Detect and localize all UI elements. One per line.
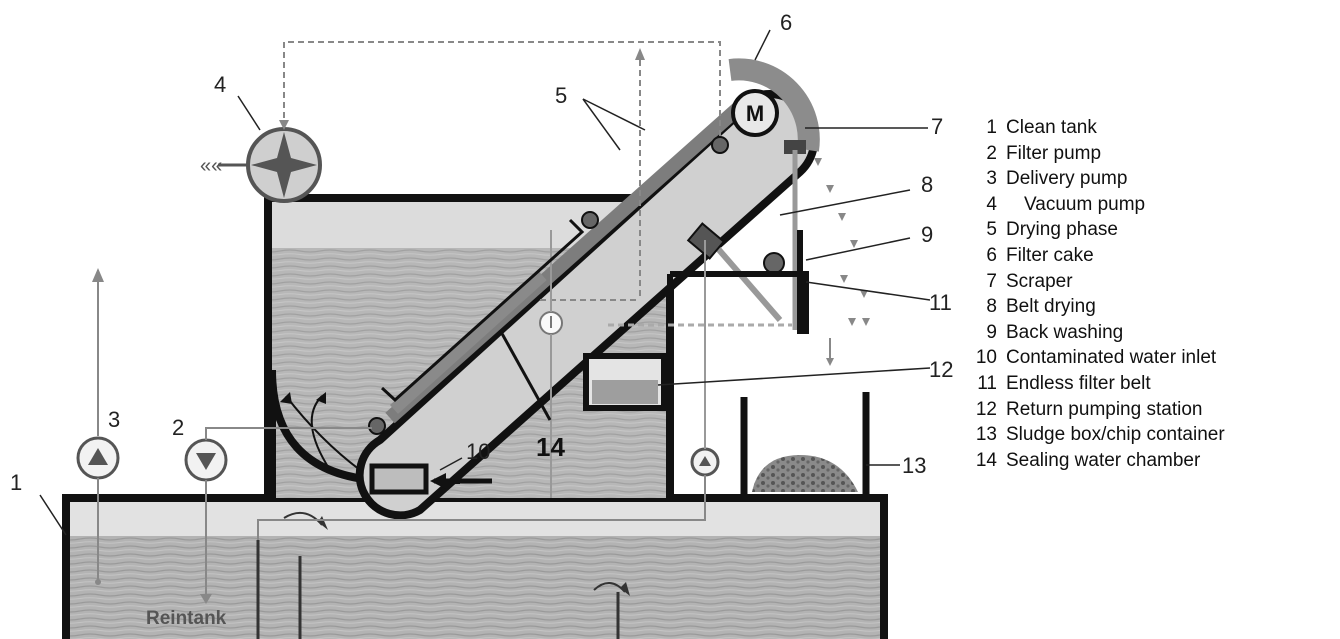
return-pumping-station <box>583 323 792 411</box>
legend-number: 14 <box>975 449 997 471</box>
legend-item: 4 Vacuum pump <box>968 194 1338 220</box>
legend-number: 4 <box>986 193 997 215</box>
legend-item: 9 Back washing <box>968 322 1338 348</box>
legend-label: Contaminated water inlet <box>1006 347 1217 369</box>
filter-pump-2 <box>184 427 372 604</box>
sludge-box <box>740 392 870 502</box>
callout-13: 13 <box>902 453 927 478</box>
legend-number: 3 <box>986 168 997 190</box>
sealing-chamber-bracket <box>380 218 585 421</box>
callout-12: 12 <box>929 357 954 382</box>
tank-label: Reintank <box>146 608 227 629</box>
legend-item: 1 Clean tank <box>968 117 1338 143</box>
callout-5: 5 <box>555 83 568 108</box>
sensor-circles <box>539 230 563 498</box>
legend-item: 10 Contaminated water inlet <box>968 347 1338 373</box>
callout-7: 7 <box>931 114 944 139</box>
legend-item: 3 Delivery pump <box>968 168 1338 194</box>
svg-text:««: «« <box>200 155 222 177</box>
legend-item: 13 Sludge box/chip container <box>968 424 1338 450</box>
callout-6: 6 <box>780 10 793 35</box>
callout-9: 9 <box>921 222 934 247</box>
legend-label: Sealing water chamber <box>1006 449 1201 471</box>
water-inlet <box>280 392 492 495</box>
legend-label: Drying phase <box>1006 219 1118 241</box>
falling-cake-arrows <box>814 158 870 366</box>
callout-1: 1 <box>10 470 23 495</box>
legend-number: 5 <box>986 219 997 241</box>
legend-number: 6 <box>986 244 997 266</box>
legend-number: 8 <box>986 296 997 318</box>
callout-4: 4 <box>214 72 227 97</box>
callout-14: 14 <box>536 432 565 462</box>
legend-label: Endless filter belt <box>1006 372 1151 394</box>
legend-label: Vacuum pump <box>1024 193 1146 215</box>
callout-2: 2 <box>172 415 185 440</box>
callout-leaders <box>39 29 931 536</box>
legend-item: 8 Belt drying <box>968 296 1338 322</box>
legend-label: Scraper <box>1006 270 1073 292</box>
legend-label: Clean tank <box>1006 117 1097 138</box>
vacuum-pump: «« <box>200 127 322 203</box>
legend-number: 11 <box>977 372 997 394</box>
legend-item: 14 Sealing water chamber <box>968 450 1338 476</box>
legend-item: 5 Drying phase <box>968 219 1338 245</box>
legend-number: 10 <box>975 347 997 369</box>
legend-number: 1 <box>986 117 997 138</box>
legend-item: 7 Scraper <box>968 271 1338 297</box>
legend-item: 12 Return pumping station <box>968 399 1338 425</box>
legend-label: Return pumping station <box>1006 398 1203 420</box>
legend-label: Filter pump <box>1006 142 1102 164</box>
scraper-assembly <box>667 140 809 498</box>
legend-item: 11 Endless filter belt <box>968 373 1338 399</box>
legend-item: 2 Filter pump <box>968 143 1338 169</box>
legend-number: 2 <box>986 142 997 164</box>
callout-3: 3 <box>108 407 121 432</box>
legend-label: Delivery pump <box>1006 168 1128 190</box>
legend-number: 9 <box>986 321 997 343</box>
legend-number: 13 <box>975 424 997 446</box>
legend-label: Filter cake <box>1006 244 1094 266</box>
legend-number: 7 <box>986 270 997 292</box>
return-pump <box>257 240 720 540</box>
motor-label: M <box>746 101 764 126</box>
legend-label: Sludge box/chip container <box>1006 424 1225 446</box>
callout-10: 10 <box>466 439 491 464</box>
vacuum-dashed-pipes <box>283 41 721 301</box>
endless-filter-belt <box>355 58 820 520</box>
legend-label: Back washing <box>1006 321 1124 343</box>
legend-item: 6 Filter cake <box>968 245 1338 271</box>
delivery-pump-3 <box>76 268 120 585</box>
callout-11: 11 <box>929 290 952 315</box>
callout-8: 8 <box>921 172 934 197</box>
legend-label: Belt drying <box>1006 296 1096 318</box>
legend-number: 12 <box>975 398 997 420</box>
